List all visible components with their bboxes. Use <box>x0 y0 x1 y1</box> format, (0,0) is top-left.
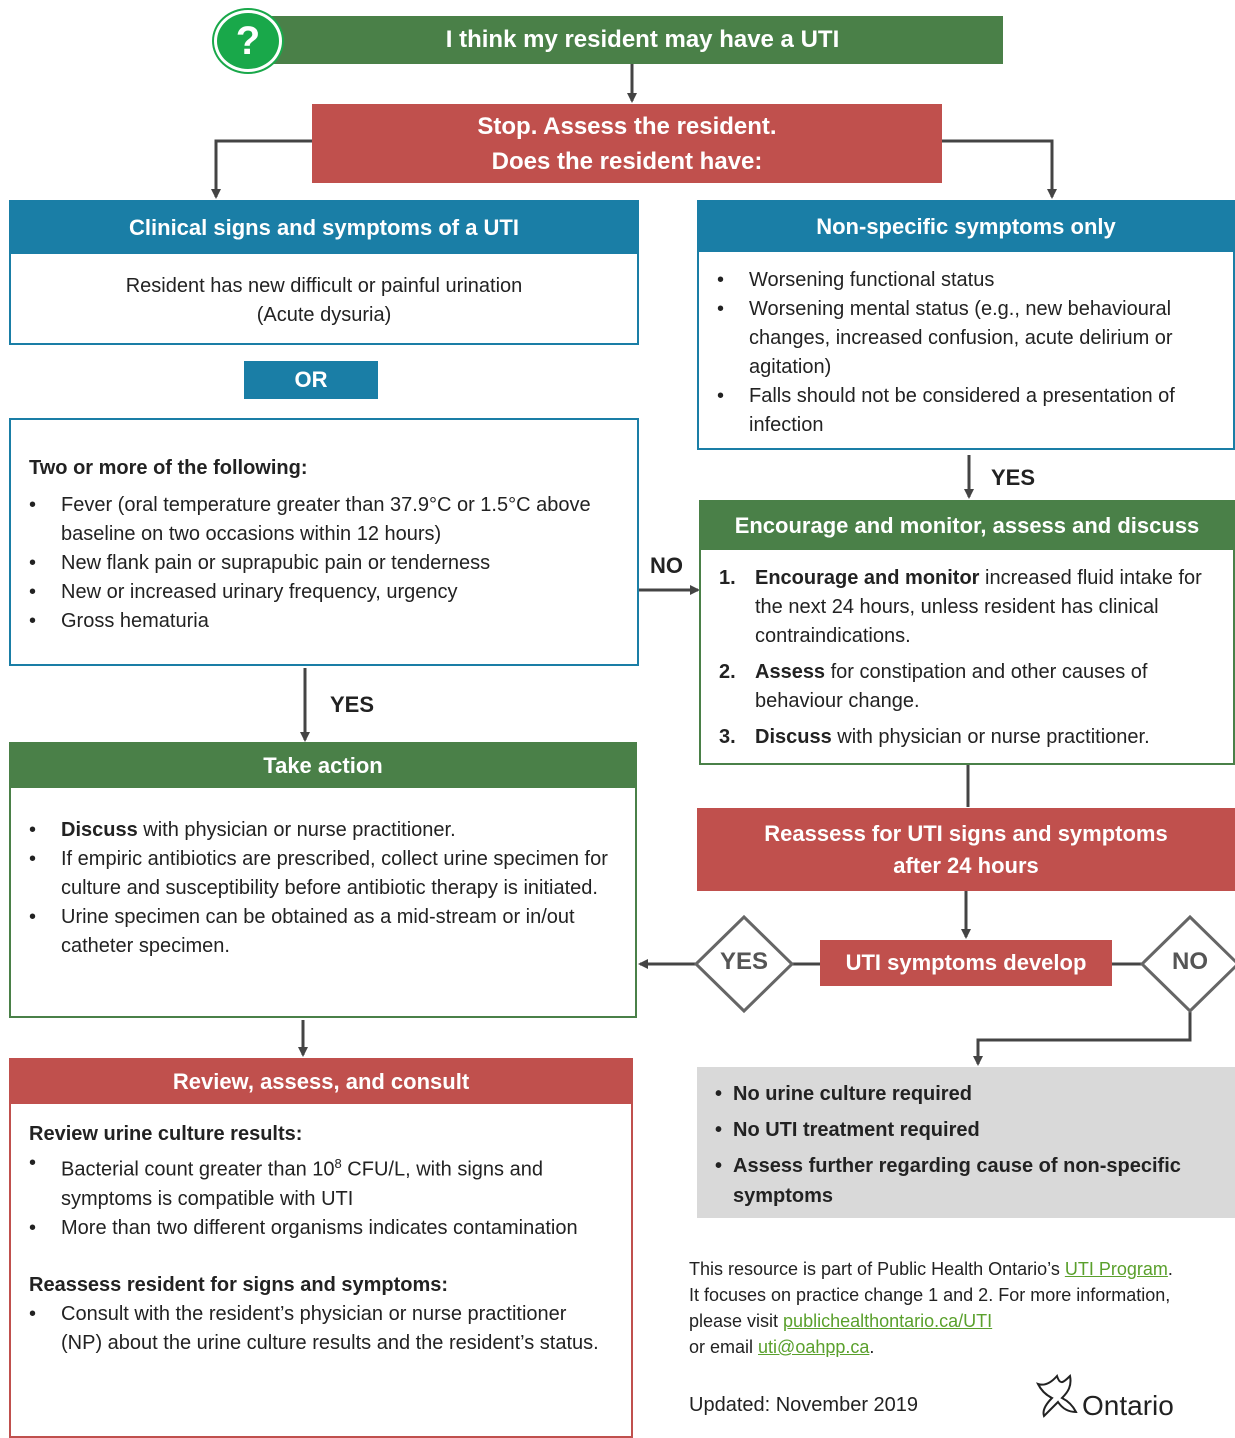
question-mark-glyph: ? <box>235 18 261 63</box>
step-number: 1. <box>719 567 736 589</box>
title-text: I think my resident may have a UTI <box>445 26 840 53</box>
updated-date: Updated: November 2019 <box>689 1394 919 1416</box>
step-item: 3. Discuss with physician or nurse practi… <box>719 723 1223 752</box>
footer-line2: It focuses on practice change 1 and 2. F… <box>689 1285 1171 1305</box>
two-or-more-heading: Two or more of the following: <box>29 457 308 479</box>
no-diamond-label: NO <box>1172 948 1208 975</box>
review-subheading-2: Reassess resident for signs and symptoms… <box>29 1273 449 1296</box>
title-banner: I think my resident may have a UTI <box>262 16 1003 64</box>
two-or-more-box: Two or more of the following: Fever (ora… <box>9 418 639 666</box>
reassess-box: Reassess for UTI signs and symptoms afte… <box>697 808 1235 891</box>
list-item: No UTI treatment required <box>715 1115 1221 1145</box>
step-number: 2. <box>719 661 736 683</box>
step-bold: Encourage and monitor <box>755 567 980 589</box>
list-item: Assess further regarding cause of non-sp… <box>715 1151 1221 1211</box>
encourage-box: Encourage and monitor, assess and discus… <box>699 500 1235 765</box>
or-text: OR <box>294 367 328 392</box>
take-action-box: Take action Discuss with physician or nu… <box>9 742 637 1018</box>
list-item: If empiric antibiotics are prescribed, c… <box>29 845 615 903</box>
list-item: Urine specimen can be obtained as a mid-… <box>29 903 615 961</box>
list-item: Discuss with physician or nurse practiti… <box>29 816 615 845</box>
nonspecific-box: Non-specific symptoms only Worsening fun… <box>697 200 1235 450</box>
clinical-signs-header: Clinical signs and symptoms of a UTI <box>11 202 637 254</box>
uti-develop-text: UTI symptoms develop <box>845 950 1087 975</box>
or-label: OR <box>244 361 378 399</box>
clinical-signs-text: Resident has new difficult or painful ur… <box>11 254 637 330</box>
stop-line2: Does the resident have: <box>491 147 763 175</box>
footer-line4: or email uti@oahpp.ca. <box>689 1334 1235 1360</box>
take-action-header: Take action <box>11 744 635 788</box>
uti-program-link[interactable]: UTI Program <box>1064 1259 1168 1279</box>
nonspecific-header: Non-specific symptoms only <box>699 202 1233 252</box>
ontario-wordmark: Ontario <box>1082 1390 1174 1418</box>
reassess-line1: Reassess for UTI signs and symptoms <box>764 820 1168 846</box>
footer-text-part: please visit <box>689 1311 784 1331</box>
item-text: with physician or nurse practitioner. <box>137 819 456 841</box>
list-item: Falls should not be considered a present… <box>717 382 1219 440</box>
step-number: 3. <box>719 726 736 748</box>
encourage-header: Encourage and monitor, assess and discus… <box>701 502 1233 550</box>
footer-text-part: This resource is part of Public Health O… <box>689 1259 1065 1279</box>
list-item: New flank pain or suprapubic pain or ten… <box>29 549 617 578</box>
step-item: 2. Assess for constipation and other caus… <box>719 658 1223 716</box>
stop-line1: Stop. Assess the resident. <box>477 112 777 140</box>
no-diamond <box>1139 914 1235 1014</box>
reassess-line2: after 24 hours <box>893 852 1039 878</box>
item-text: Urine specimen can be obtained as a mid-… <box>61 906 575 957</box>
item-text: If empiric antibiotics are prescribed, c… <box>61 848 608 899</box>
email-link[interactable]: uti@oahpp.ca <box>758 1337 870 1357</box>
review-subheading-1: Review urine culture results: <box>29 1123 303 1145</box>
footer-text-part: . <box>869 1337 875 1357</box>
list-item: New or increased urinary frequency, urge… <box>29 578 617 607</box>
list-item: Worsening functional status <box>717 266 1219 295</box>
list-item: No urine culture required <box>715 1079 1221 1109</box>
uti-develop-box: UTI symptoms develop <box>820 940 1112 986</box>
list-item: Bacterial count greater than 108 CFU/L, … <box>29 1149 611 1214</box>
clinical-signs-box: Clinical signs and symptoms of a UTI Res… <box>9 200 639 345</box>
step-text: increased fluid intake for the next 24 h… <box>755 567 1202 647</box>
list-item: Fever (oral temperature greater than 37.… <box>29 491 617 549</box>
trillium-icon <box>1036 1373 1078 1418</box>
footer-text-part: . <box>1167 1259 1173 1279</box>
footer-text: This resource is part of Public Health O… <box>689 1256 1235 1360</box>
list-item: Gross hematuria <box>29 607 617 636</box>
step-bold: Assess <box>755 661 826 683</box>
step-text: for constipation and other causes of beh… <box>755 661 1148 712</box>
review-box: Review, assess, and consult Review urine… <box>9 1058 633 1438</box>
clinical-text-line1: Resident has new difficult or painful ur… <box>125 275 523 297</box>
pho-uti-link[interactable]: publichealthontario.ca/UTI <box>783 1311 993 1331</box>
question-icon: ? <box>214 10 282 72</box>
list-item: Consult with the resident’s physician or… <box>29 1300 611 1358</box>
step-item: 1. Encourage and monitor increased fluid … <box>719 564 1223 651</box>
yes-diamond <box>693 914 795 1014</box>
footer-text-part: or email <box>689 1337 759 1357</box>
list-item: Worsening mental status (e.g., new behav… <box>717 295 1219 382</box>
yes-label-nonspecific: YES <box>991 465 1036 490</box>
step-bold: Discuss <box>755 726 832 748</box>
stop-assess-box: Stop. Assess the resident. Does the resi… <box>312 104 942 183</box>
clinical-text-line2: (Acute dysuria) <box>256 304 392 326</box>
item-bold: Discuss <box>61 819 138 841</box>
footer-line1: This resource is part of Public Health O… <box>689 1256 1235 1282</box>
footer-line3: please visit publichealthontario.ca/UTI <box>689 1308 1235 1334</box>
list-item: More than two different organisms indica… <box>29 1214 611 1243</box>
yes-label-two-or-more: YES <box>330 692 375 717</box>
item-text: CFU/L, with signs and symptoms is compat… <box>61 1158 543 1210</box>
no-label-two-or-more: NO <box>650 553 683 578</box>
exponent: 8 <box>334 1156 342 1171</box>
review-header: Review, assess, and consult <box>11 1060 631 1104</box>
yes-diamond-label: YES <box>719 948 769 975</box>
ontario-logo: Ontario <box>1032 1370 1192 1418</box>
step-text: with physician or nurse practitioner. <box>831 726 1150 748</box>
no-outcome-box: No urine culture required No UTI treatme… <box>697 1067 1235 1218</box>
item-text: Bacterial count greater than 10 <box>61 1158 335 1181</box>
